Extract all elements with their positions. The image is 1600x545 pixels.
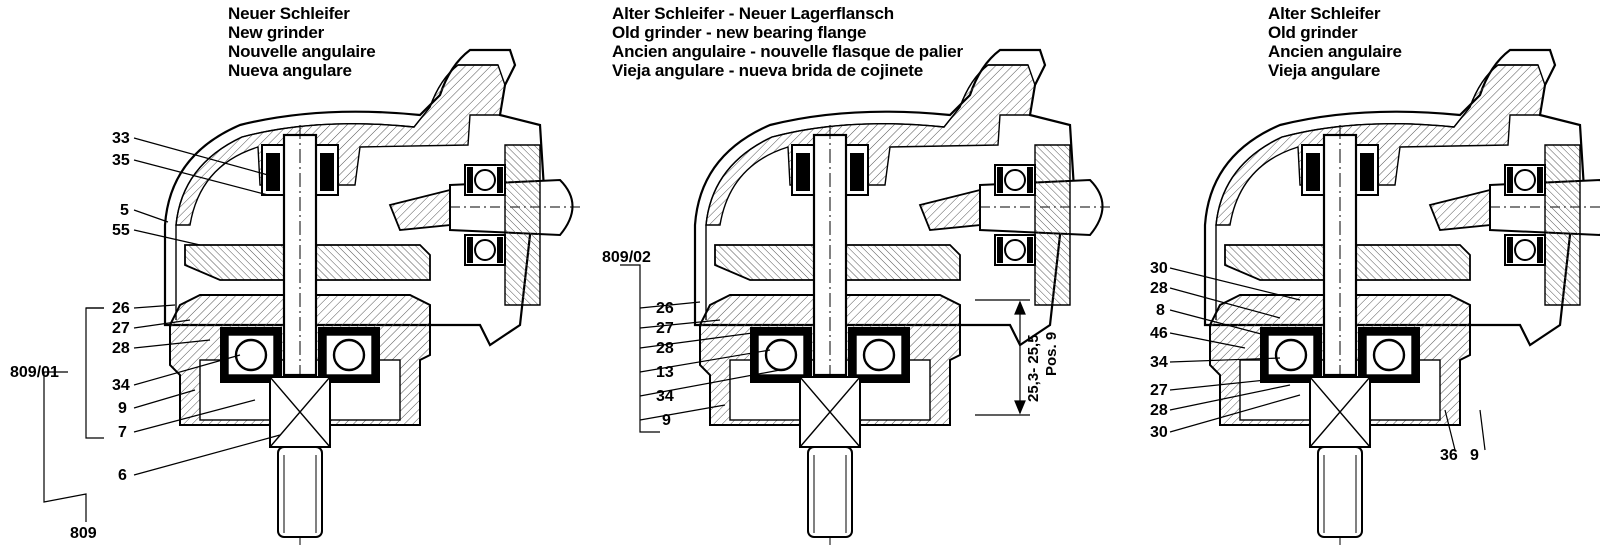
title-line: Old grinder — [1268, 23, 1358, 42]
panel-2-label-texts: 809/02 26 27 28 13 34 9 25,3- 25,5 Pos. … — [602, 249, 1060, 429]
grinder-drawing-old-new-flange — [693, 48, 1112, 545]
title-line: New grinder — [228, 23, 325, 42]
callout-label: 34 — [112, 377, 130, 394]
callout-label: 13 — [656, 364, 674, 381]
grinder-drawing-old — [1203, 48, 1600, 545]
callout-label: 26 — [112, 300, 130, 317]
title-line: Neuer Schleifer — [228, 4, 350, 23]
callout-label: 9 — [118, 400, 127, 417]
callout-label: 28 — [112, 340, 130, 357]
title-line: Ancien angulaire — [1268, 42, 1402, 61]
callout-label: 27 — [656, 320, 674, 337]
title-line: Vieja angulare - nueva brida de cojinete — [612, 61, 924, 80]
panel-2-callouts — [620, 264, 1030, 433]
callout-label: 7 — [118, 424, 127, 441]
panel-1-callouts — [43, 137, 281, 522]
callout-label: 55 — [112, 222, 130, 239]
title-line: Vieja angulare — [1268, 61, 1381, 80]
callout-label: 36 — [1440, 447, 1458, 464]
callout-label: 28 — [1150, 280, 1168, 297]
callout-label: 27 — [1150, 382, 1168, 399]
callout-label: 5 — [120, 202, 129, 219]
callout-label: 35 — [112, 152, 130, 169]
title-line: Nouvelle angulaire — [228, 42, 376, 61]
panel-3-callouts — [1169, 267, 1486, 451]
callout-label: 30 — [1150, 424, 1168, 441]
callout-label: 34 — [1150, 354, 1168, 371]
callout-label: 26 — [656, 300, 674, 317]
panel-3-label-texts: 30 28 8 46 34 27 28 30 36 9 — [1150, 260, 1479, 464]
panel-1-title: Neuer Schleifer New grinder Nouvelle ang… — [228, 4, 376, 80]
title-line: Nueva angulare — [228, 61, 352, 80]
callout-label: 28 — [656, 340, 674, 357]
callout-label: 6 — [118, 467, 127, 484]
title-line: Alter Schleifer - Neuer Lagerflansch — [612, 4, 894, 23]
panel-2-title: Alter Schleifer - Neuer Lagerflansch Old… — [612, 4, 963, 80]
callout-label: 46 — [1150, 325, 1168, 342]
panel-1-label-texts: 33 35 5 55 26 27 28 809/01 34 9 7 6 809 — [10, 130, 130, 542]
callout-label: 27 — [112, 320, 130, 337]
callout-label: 9 — [662, 412, 671, 429]
title-line: Alter Schleifer — [1268, 4, 1381, 23]
grinder-drawing-new — [163, 48, 582, 545]
callout-label: 34 — [656, 388, 674, 405]
callout-label: 9 — [1470, 447, 1479, 464]
callout-label: 809 — [70, 525, 97, 542]
dimension-value: 25,3- 25,5 — [1025, 334, 1042, 402]
panel-3-title: Alter Schleifer Old grinder Ancien angul… — [1268, 4, 1402, 80]
title-line: Ancien angulaire - nouvelle flasque de p… — [612, 42, 963, 61]
callout-label: 30 — [1150, 260, 1168, 277]
title-line: Old grinder - new bearing flange — [612, 23, 867, 42]
callout-label: 8 — [1156, 302, 1165, 319]
callout-label: 33 — [112, 130, 130, 147]
callout-label: 28 — [1150, 402, 1168, 419]
dimension-note: Pos. 9 — [1043, 332, 1060, 376]
callout-label: 809/01 — [10, 364, 59, 381]
callout-label: 809/02 — [602, 249, 651, 266]
